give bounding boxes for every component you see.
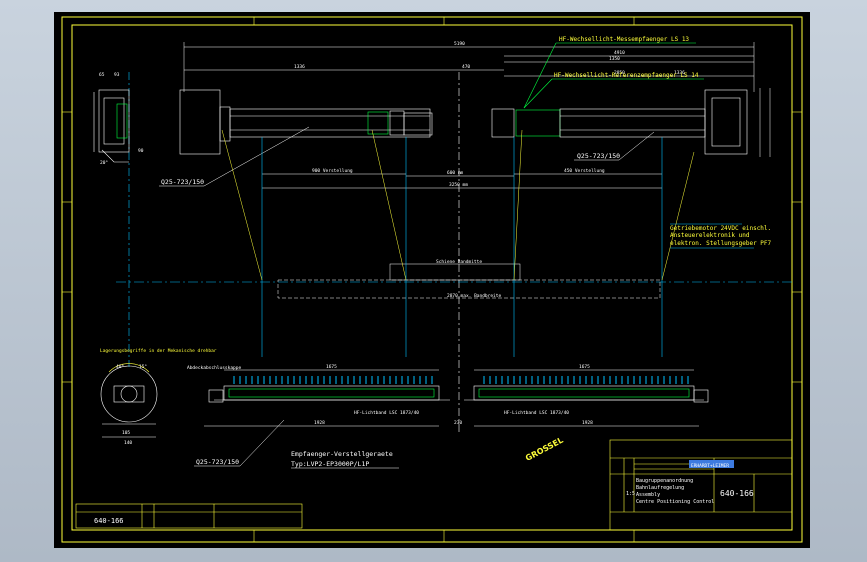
label-ls14: HF-Wechsellicht-Referenzempfaenger LS 14 (554, 72, 699, 79)
label-motor-3: elektron. Stellungsgeber PF7 (670, 240, 772, 247)
small-drawing-no: 640-166 (94, 517, 124, 525)
dim-1336-right: 1336 (674, 70, 685, 76)
title-desc-de: Baugruppenanordnung (636, 478, 693, 484)
light-beams (261, 137, 663, 357)
dim-vstell-right: 450 Verstellung (564, 168, 605, 174)
label-left-detail: Lagerungsbegriffe in der Mekanische dreh… (100, 348, 217, 354)
label-q25-top-left: Q25-723/150 (161, 178, 204, 186)
label-q25-top-right: Q25-723/150 (577, 152, 620, 160)
dim-4910: 4910 (614, 50, 625, 56)
dim-1675-left: 1675 (326, 364, 337, 370)
left-sensor-assembly (179, 89, 433, 155)
svg-text:65: 65 (99, 72, 105, 78)
dim-1675-right: 1675 (579, 364, 590, 370)
sensor-teeth-left (233, 376, 433, 384)
label-q25-bottom: Q25-723/150 (196, 458, 239, 466)
title-desc-de2: Bahnlaufregelung (636, 485, 684, 491)
label-lichtband-right: HF-Lichtband LSC 1873/40 (504, 410, 569, 416)
dim-1928-left: 1928 (314, 420, 325, 426)
title-scale: 1:5 (626, 491, 635, 497)
dim-470: 470 (462, 64, 470, 70)
dim-2850: 2850 (614, 70, 625, 76)
dim-5190: 5190 (454, 41, 465, 47)
left-end-view (93, 89, 130, 163)
label-band-top: Schiene Bandmitte (436, 259, 482, 265)
title-line-1: Empfaenger-Verstellgeraete (291, 450, 393, 458)
small-title-block (75, 503, 303, 529)
svg-text:90: 90 (138, 148, 144, 154)
company-logo (689, 460, 734, 468)
title-desc-en2: Centre Positioning Control (636, 499, 714, 505)
label-motor-2: Ansteuerelektronik und (670, 232, 750, 239)
dim-mid600: 600 mm (447, 170, 464, 176)
dim-3250: 3250 mm (449, 182, 468, 188)
inner-border (71, 24, 793, 531)
dim-vstell-left: 900 Verstellung (312, 168, 353, 174)
label-cover: Abdeckabschlusskappe (187, 365, 241, 371)
label-ls13: HF-Wechsellicht-Messempfaenger LS 13 (559, 36, 689, 43)
dim-230: 230 (454, 420, 462, 426)
title-drawing-no: 640-166 (720, 489, 754, 498)
top-dimensions (183, 42, 755, 92)
svg-text:20°: 20° (100, 160, 108, 166)
beam-fan (221, 129, 695, 281)
stamp: GROSSEL (524, 436, 565, 463)
web-band-top (389, 263, 521, 281)
technical-drawing: 5190 4910 1336 470 1350 2850 1336 HF-Wec… (61, 16, 803, 543)
cad-viewport[interactable]: 5190 4910 1336 470 1350 2850 1336 HF-Wec… (54, 12, 810, 548)
svg-text:40°: 40° (116, 364, 124, 370)
frame-ticks (62, 17, 802, 542)
bottom-light-bands (208, 385, 709, 403)
svg-text:93: 93 (114, 72, 120, 78)
right-sensor-assembly (491, 89, 748, 155)
title-desc-en: Assembly (636, 492, 660, 498)
web-band-bottom (277, 279, 661, 299)
sensor-teeth-right (483, 376, 689, 384)
outer-border (61, 16, 803, 543)
dim-1350: 1350 (609, 56, 620, 62)
label-band-bottom: 2870 max. Bandbreite (447, 293, 501, 299)
label-lichtband-left: HF-Lichtband LSC 1873/40 (354, 410, 419, 416)
company-name: ERHARDT+LEIMER (691, 463, 729, 469)
dim-1928-right: 1928 (582, 420, 593, 426)
svg-text:15°: 15° (139, 364, 147, 370)
svg-text:105: 105 (122, 430, 130, 436)
svg-text:140: 140 (124, 440, 132, 446)
title-line-2: Typ:LVP2-EP3000P/L1P (291, 460, 369, 468)
dim-1336: 1336 (294, 64, 305, 70)
left-pivot-detail (100, 363, 158, 438)
label-motor-1: Getriebemotor 24VDC einschl. (670, 225, 771, 232)
